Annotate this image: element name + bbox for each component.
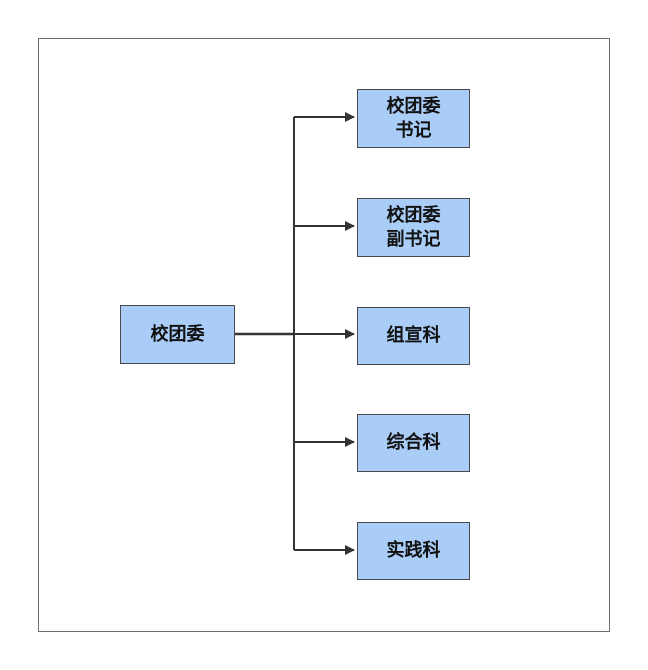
child-node-organization-publicity: 组宣科 [357, 307, 470, 365]
root-node: 校团委 [120, 305, 235, 364]
child-node-general-affairs: 综合科 [357, 414, 470, 472]
child-node-practice: 实践科 [357, 522, 470, 580]
child-node-deputy-secretary: 校团委 副书记 [357, 198, 470, 257]
child-node-secretary: 校团委 书记 [357, 89, 470, 148]
